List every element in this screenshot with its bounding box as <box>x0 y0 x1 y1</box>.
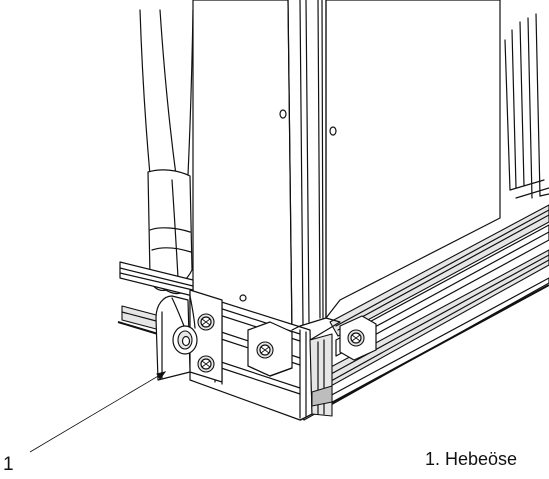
callout-arrowhead <box>156 371 167 380</box>
callout-number: 1 <box>3 454 14 475</box>
lifting-strap <box>139 9 194 295</box>
callout-leader-line <box>29 371 166 453</box>
base-rails <box>299 204 549 421</box>
center-bracket <box>247 321 293 377</box>
legend-text: 1. Hebeöse <box>425 449 518 469</box>
cabinet-body <box>192 0 549 336</box>
lifting-lug <box>155 289 223 383</box>
right-bracket <box>339 315 377 361</box>
